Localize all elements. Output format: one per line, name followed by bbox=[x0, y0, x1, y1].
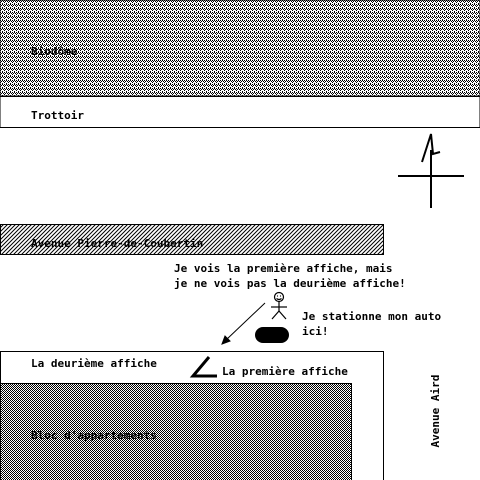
avenue-pierre-label: Avenue Pierre-de-Coubertin bbox=[31, 237, 204, 250]
second-poster-label: La deurième affiche bbox=[31, 357, 157, 370]
avenue-aird-label: Avenue Aird bbox=[429, 374, 442, 448]
pedestrian-icon bbox=[271, 291, 287, 320]
first-poster-marker bbox=[189, 356, 217, 378]
pedestrian-speech-line2: je ne vois pas la deurième affiche! bbox=[174, 277, 406, 290]
driver-speech-line1: Je stationne mon auto bbox=[302, 310, 442, 323]
apartments-label: Bloc d'appartements bbox=[31, 429, 157, 442]
biodome-label: Biodôme bbox=[31, 45, 78, 58]
pedestrian-speech-line1: Je vois la première affiche, mais bbox=[174, 262, 393, 275]
driver-speech-line2: ici! bbox=[302, 325, 329, 338]
first-poster-label: La première affiche bbox=[222, 365, 348, 378]
avenue-pierre-band bbox=[0, 224, 384, 255]
apartment-block bbox=[0, 383, 352, 480]
sidewalk-band bbox=[0, 96, 480, 128]
sidewalk-label: Trottoir bbox=[31, 109, 84, 122]
sight-arrow bbox=[221, 302, 266, 345]
car-icon bbox=[255, 327, 289, 343]
compass-icon bbox=[398, 133, 464, 208]
